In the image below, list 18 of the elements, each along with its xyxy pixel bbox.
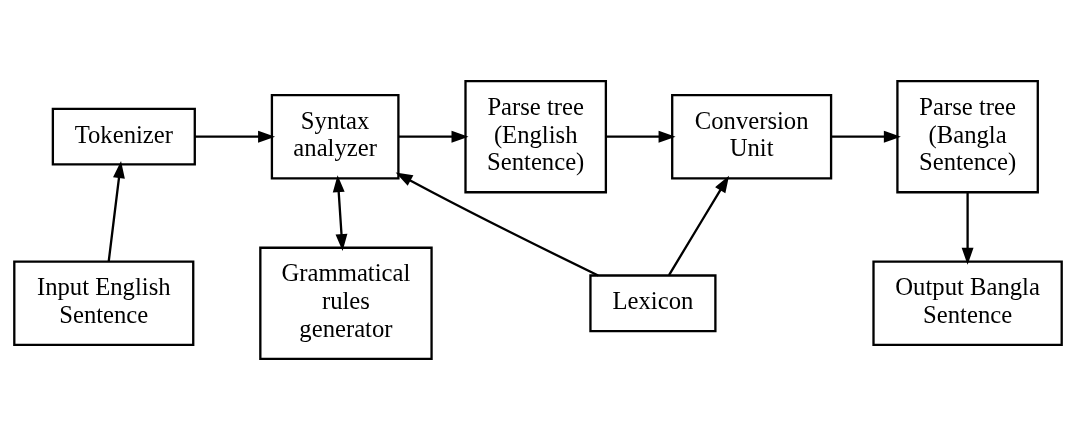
arrow [831,130,901,143]
node-box: Input English Sentence [13,260,195,346]
arrow [668,175,730,276]
arrow [107,160,125,262]
arrow [606,130,676,143]
arrow [395,171,599,276]
node-box: Syntax analyzer [270,93,400,179]
arrow [332,174,348,251]
arrow [961,191,974,265]
node-box: Lexicon [589,273,717,332]
node-box: Conversion Unit [671,93,833,179]
node-box: Tokenizer [51,107,196,166]
arrow [398,130,469,143]
arrow [194,130,276,143]
node-box: Parse tree (English Sentence) [464,79,608,193]
node-box: Output Bangla Sentence [872,260,1063,346]
node-box: Grammatical rules generator [259,246,433,360]
node-box: Parse tree (Bangla Sentence) [896,79,1039,193]
